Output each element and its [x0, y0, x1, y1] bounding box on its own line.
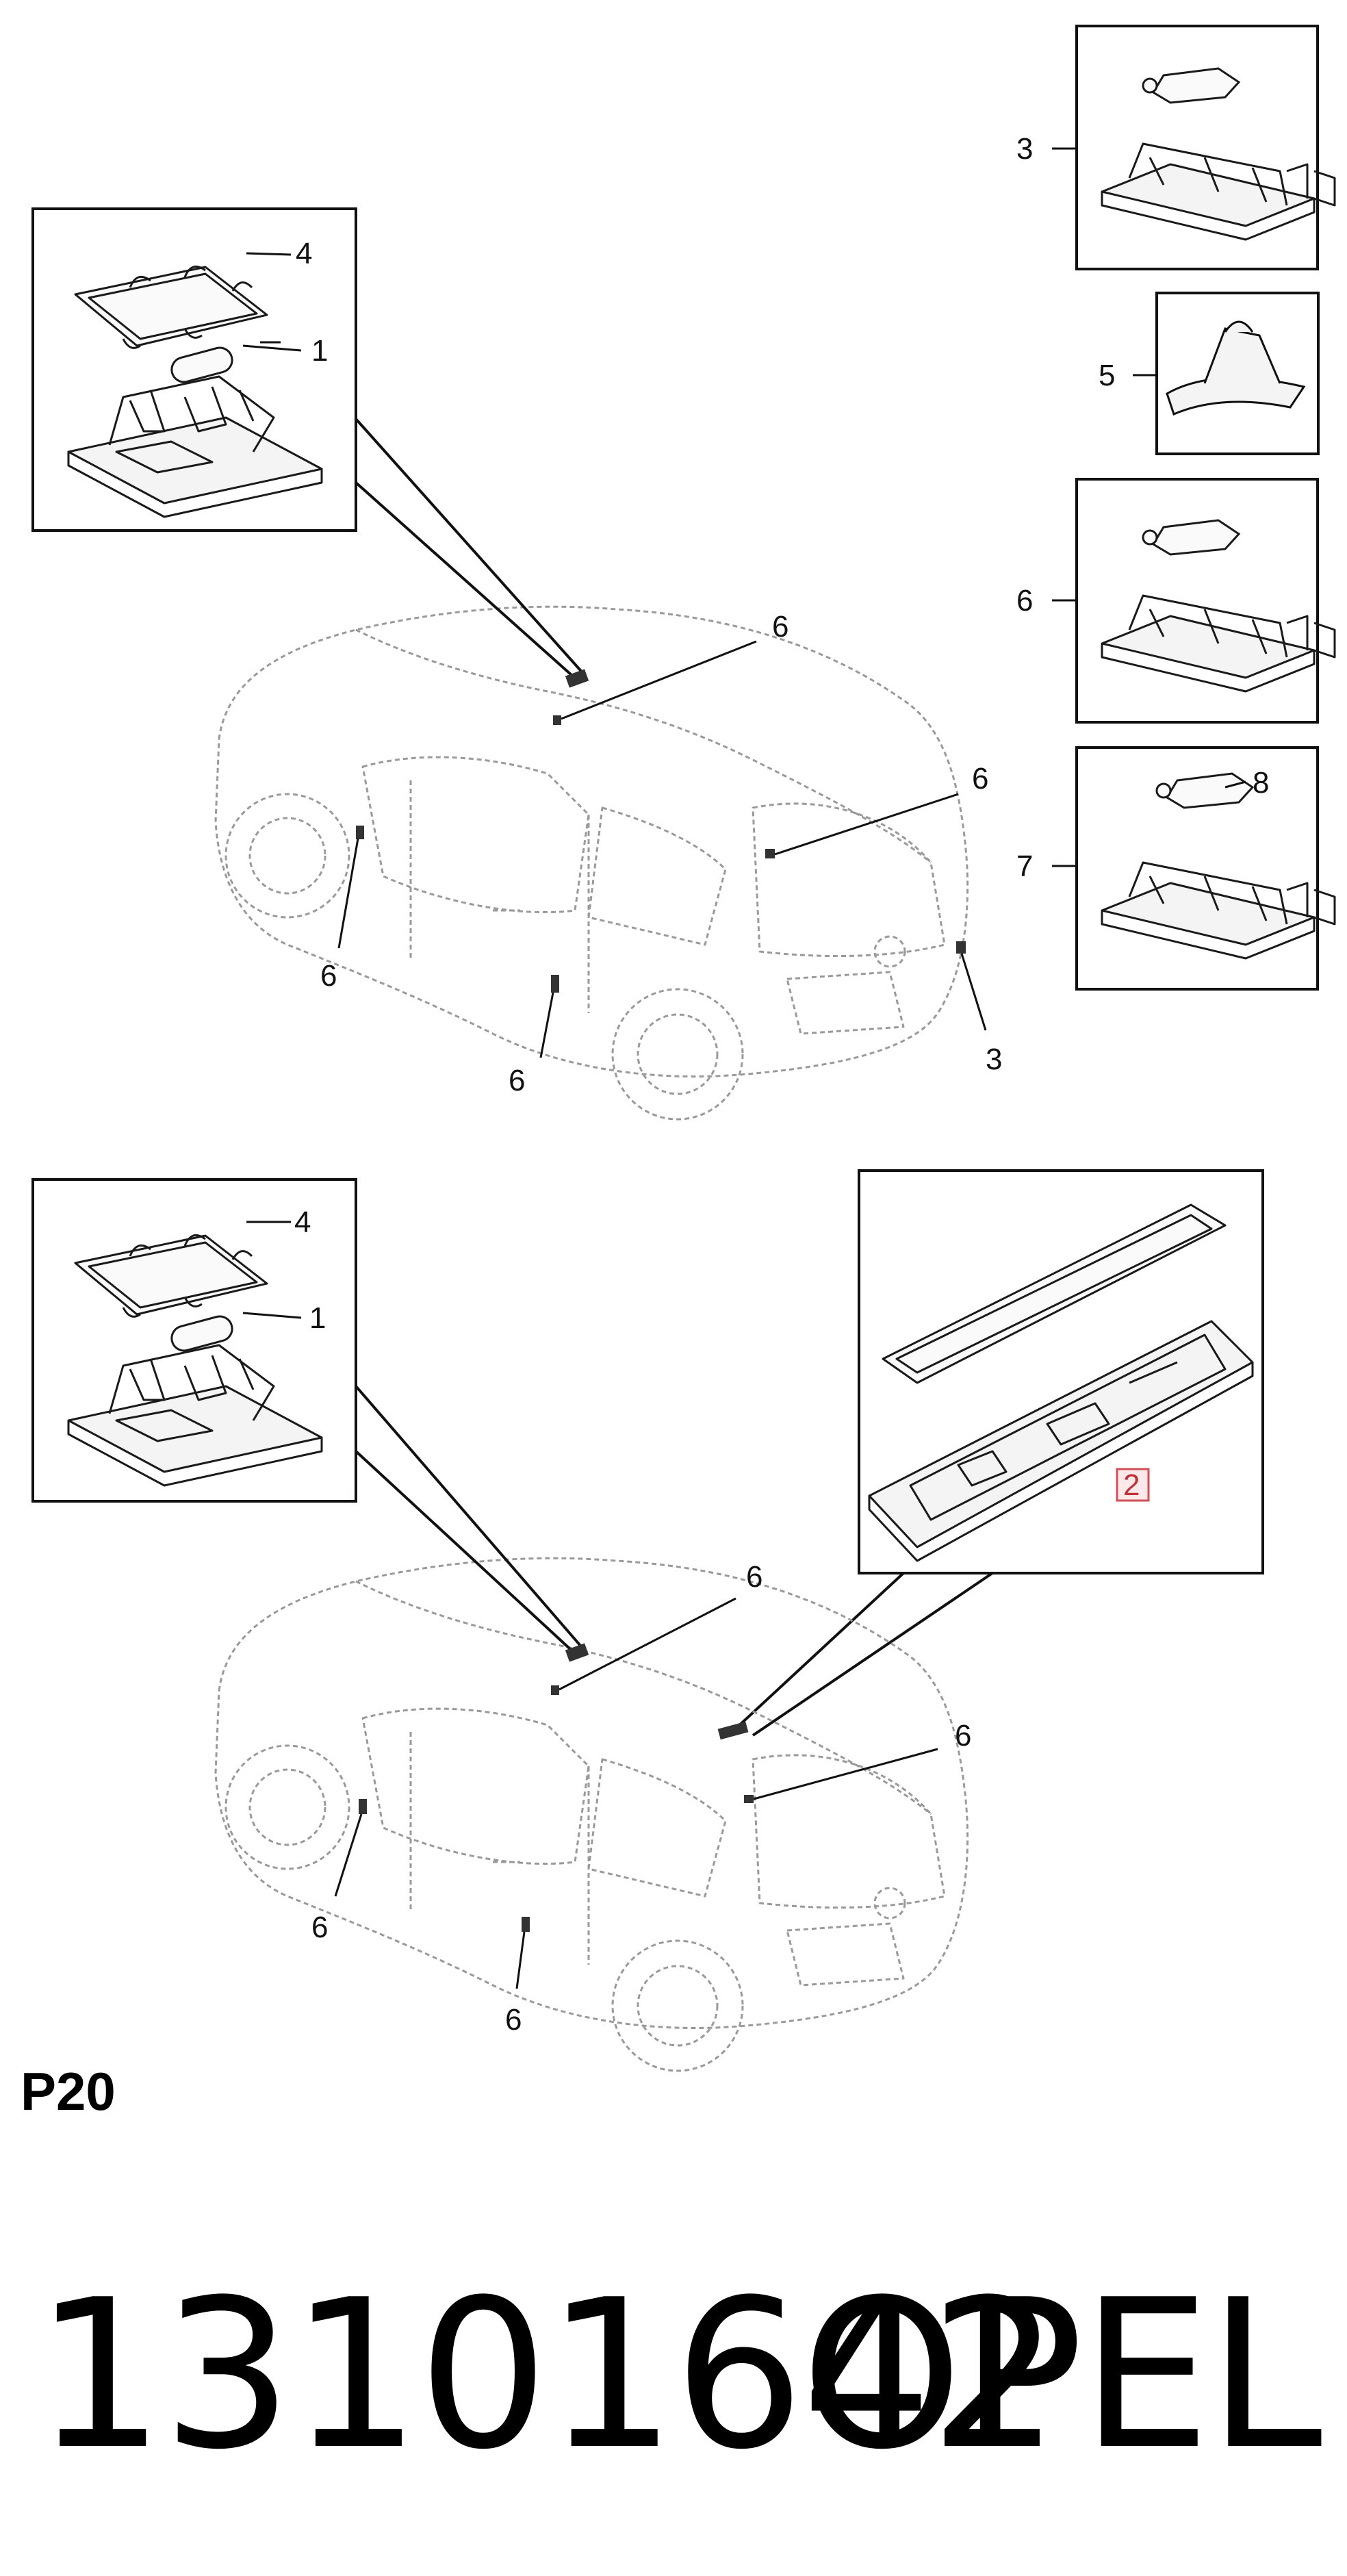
- callout-label: 6: [1016, 584, 1033, 617]
- callout-label: 6: [772, 610, 788, 643]
- rear-lamp-illustration: [868, 1203, 1254, 1562]
- hatchback-5door-illustration: [214, 1557, 969, 2072]
- callout-label: 1: [311, 334, 328, 368]
- callout-label: 6: [311, 1911, 328, 1944]
- callout-label: 6: [972, 762, 988, 795]
- callout-label: 3: [986, 1043, 1002, 1076]
- callout-label: 6: [505, 2003, 522, 2037]
- callout-label: 6: [509, 1064, 525, 1097]
- callout-label: 7: [1016, 850, 1033, 883]
- part-2-highlight-box: [1116, 1468, 1150, 1502]
- rear-roof-lamp-marker: [717, 1721, 749, 1740]
- callout-label: 6: [320, 959, 337, 993]
- section-code: P20: [21, 2061, 116, 2121]
- callout-label: 6: [955, 1719, 971, 1752]
- footer: 13101642 OPEL: [0, 2259, 1347, 2492]
- callout-label: 2: [1123, 1468, 1140, 1502]
- clip-illustration: [1166, 320, 1306, 416]
- parts-diagram: 4 1 3 5 6 7 8 6 6 6 6 3: [31, 25, 1336, 2072]
- inset-frame-part-3: [1075, 25, 1319, 270]
- callout-label: 4: [294, 1206, 311, 1239]
- brand-name: OPEL: [801, 2256, 1322, 2495]
- callout-label: 4: [296, 237, 312, 270]
- callout-label: 8: [1253, 766, 1269, 800]
- hatchback-3door-illustration: [214, 605, 969, 1121]
- inset-frame-part-6: [1075, 478, 1319, 724]
- callout-label: 6: [746, 1560, 762, 1594]
- part-number: 13101642: [34, 2256, 1060, 2495]
- roof-lamp-marker: [565, 1643, 589, 1662]
- callout-label: 1: [309, 1301, 326, 1335]
- callout-label: 3: [1016, 132, 1033, 166]
- roof-lamp-marker: [565, 669, 589, 688]
- callout-label: 5: [1099, 359, 1115, 392]
